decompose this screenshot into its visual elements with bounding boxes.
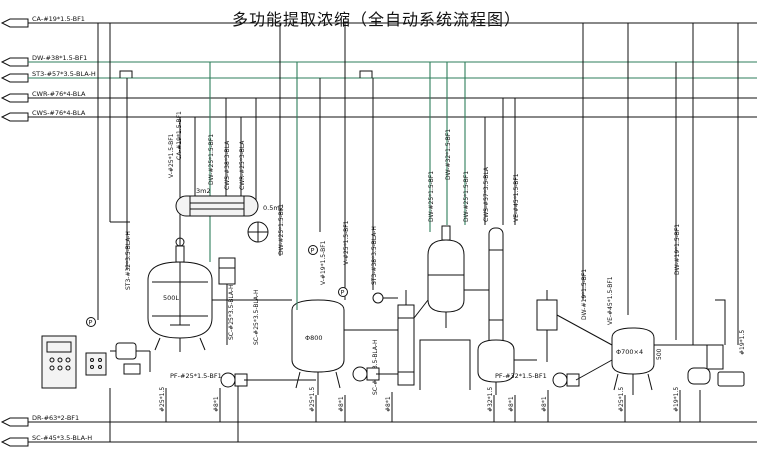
pump-line-label: PF-#25*1.5-BF1 (170, 372, 222, 380)
dw-line-label: DW-#38*1.5-BF1 (32, 54, 87, 62)
storage-tank-label: Φ800 (305, 334, 323, 342)
pipe-label: #19*1.5 (673, 387, 680, 412)
condenser-area-label: 3m2 (196, 187, 211, 195)
sc-mid-label: SC-#25*3.5-BLA-H (253, 289, 260, 345)
vertical-drops (97, 23, 739, 345)
pipe-label: DW-#25*1.5-BF1 (463, 171, 470, 222)
pipe-label: SC-#25*3.5-BLA-H (228, 284, 235, 340)
pipe-label: SC-#38*3.5-BLA-H (372, 339, 379, 395)
svg-text:P: P (89, 319, 93, 327)
ca-arrow-icon (0, 18, 29, 28)
st3-arrow-icon (0, 73, 29, 83)
pump-icon: PF-#25*1.5-BF1 (170, 372, 248, 388)
pump-line-label: PF-#32*1.5-BF1 (495, 372, 547, 380)
pipe-label: #8*1 (385, 396, 392, 412)
bottom-pipe-labels: #25*1.5 #8*1 #25*1.5 #8*1 #8*1 #32*1.5 #… (159, 330, 746, 412)
footer-line-sc: SC-#45*3.5-BLA-H (0, 434, 757, 447)
svg-text:P: P (311, 247, 315, 255)
pipe-label: #25*1.5 (309, 387, 316, 412)
pipe-label: DW-#32*1.5-BF1 (445, 129, 452, 180)
pipe-label: CA-#19*1.5-BF1 (176, 111, 183, 160)
footer-line-dr: DR-#63*2-BF1 (0, 414, 757, 427)
pump-icon (352, 366, 380, 382)
pipe-label: DW-#25*1.5-BF1 (208, 134, 215, 185)
ca-line-label: CA-#19*1.5-BF1 (32, 15, 85, 23)
st3-line-label: ST3-#57*3.5-BLA-H (32, 70, 96, 78)
plate-condenser: 3m2 (175, 185, 259, 217)
pipe-label: DW-#25*1.5-BF1 (428, 171, 435, 222)
pipe-label: DW-#19*1.5-BF1 (674, 224, 681, 275)
pipe-label: DW-#25*1.5-BF1 (278, 204, 285, 255)
pipe-label: ST3-#32*3.5-BLA-H (125, 231, 132, 290)
cooler-area-label: 0.5m2 (263, 204, 284, 212)
pressure-gauge-icon: P (86, 317, 96, 327)
vertical-pipe-labels: V-#25*1.5-BF1 CA-#19*1.5-BF1 DW-#25*1.5-… (125, 111, 681, 395)
pipe-label: V-#25*1.5-BF1 (343, 220, 350, 265)
control-panel (85, 352, 107, 376)
header-line-ca: CA-#19*1.5-BF1 (0, 15, 757, 28)
pipe-label: V-#19*1.5-BF1 (320, 240, 327, 285)
st3-expansion-loop-2 (359, 70, 373, 78)
pipe-label: DW-#19*1.5-BF1 (581, 269, 588, 320)
collection-tank: Φ700×4 500 (611, 327, 663, 395)
cws-arrow-icon (0, 112, 29, 122)
process-connections (209, 230, 707, 381)
header-line-cws: CWS-#76*4-BLA (0, 109, 757, 122)
extraction-tank-label: 500L (163, 294, 179, 302)
collection-tank-label: Φ700×4 (616, 348, 643, 356)
bottom-drains (109, 386, 701, 442)
pipe-label: V-#25*1.5-BF1 (168, 133, 175, 178)
dr-arrow-icon (0, 417, 29, 427)
dr-line-label: DR-#63*2-BF1 (32, 414, 79, 422)
header-line-dw: DW-#38*1.5-BF1 (0, 54, 757, 67)
pressure-gauge-icon: P (308, 245, 318, 255)
cwr-line-label: CWR-#76*4-BLA (32, 90, 86, 98)
pump-icon: PF-#32*1.5-BF1 (495, 372, 580, 388)
pipe-label: #25*1.5 (618, 387, 625, 412)
pipe-label: #25*1.5 (159, 387, 166, 412)
header-line-cwr: CWR-#76*4-BLA (0, 90, 757, 103)
concentrator-vessel (413, 225, 471, 390)
pipe-label: CWS-#38*3-BLA (224, 140, 231, 190)
pipe-label: #8*1 (508, 396, 515, 412)
small-cooler: 0.5m2 (247, 204, 284, 243)
pipe-label: VE-#45*1.5-BF1 (513, 173, 520, 222)
pipe-label: #19*1.5 (739, 330, 746, 355)
sc-line-label: SC-#45*3.5-BLA-H (32, 434, 92, 442)
pipe-label: CWS-#57*3.5-BLA (483, 166, 490, 222)
evaporator-heater (372, 290, 415, 386)
dw-arrow-icon (0, 57, 29, 67)
header-line-st3: ST3-#57*3.5-BLA-H (0, 70, 757, 83)
oil-water-separator (218, 257, 236, 345)
cws-line-label: CWS-#76*4-BLA (32, 109, 86, 117)
dimension-label: 500 (656, 348, 663, 360)
pressure-gauge-icon: P (338, 287, 348, 297)
vacuum-unit (687, 299, 745, 387)
cwr-arrow-icon (0, 93, 29, 103)
svg-text:P: P (341, 289, 345, 297)
sc-arrow-icon (0, 437, 29, 447)
control-cabinet (41, 335, 77, 389)
pipe-label: #32*1.5 (487, 387, 494, 412)
storage-tank: Φ800 (291, 299, 345, 395)
evaporator-column (477, 227, 515, 395)
pipe-label: #8*1 (338, 396, 345, 412)
pipe-label: CWR-#25*3-BLA (239, 140, 246, 190)
pipe-label: #8*1 (541, 396, 548, 412)
filter-unit (110, 342, 151, 375)
extraction-tank: 500L (147, 237, 213, 352)
pipe-label: VE-#45*1.5-BF1 (607, 276, 614, 325)
pipe-label: ST3-#38*3.5-BLA-H (371, 226, 378, 285)
diagram-title: 多功能提取浓缩（全自动系统流程图） (232, 10, 521, 29)
st3-expansion-loop-1 (119, 70, 133, 78)
pipe-label: #8*1 (213, 396, 220, 412)
filter-unit-right (536, 290, 558, 362)
